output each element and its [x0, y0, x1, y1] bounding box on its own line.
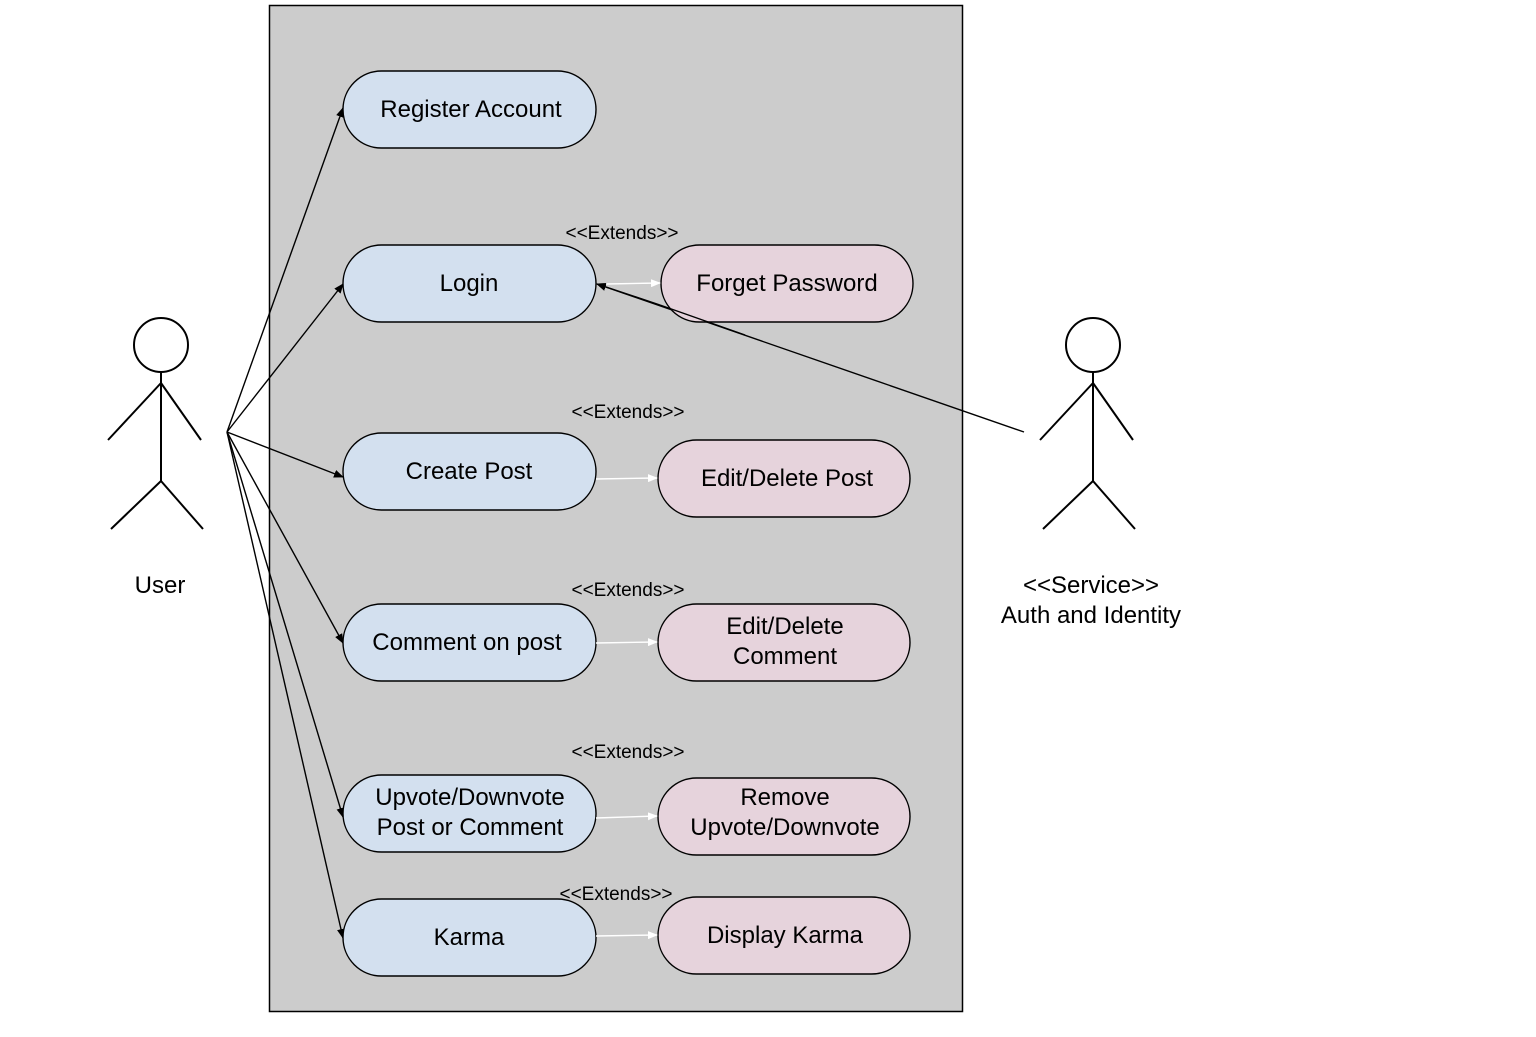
extends-label-karma: <<Extends>> — [559, 884, 672, 905]
use-case-login-shape — [342, 244, 597, 323]
association-create-post — [226, 431, 344, 478]
use-case-login: Login — [342, 244, 597, 323]
association-login — [226, 283, 344, 433]
association-service-login-overlay — [659, 304, 746, 336]
use-case-karma-shape — [342, 898, 597, 977]
extends-arrow-login — [605, 279, 661, 288]
use-case-login-label: Login — [440, 270, 499, 297]
user-stick-figure-icon — [107, 317, 204, 530]
use-case-karma: Karma — [342, 898, 597, 977]
use-case-upvote-downvote-shape — [342, 774, 597, 853]
use-case-comment-on-post: Comment on post — [342, 603, 597, 682]
extends-labels: <<Extends>> <<Extends>> <<Extends>> <<Ex… — [559, 223, 684, 905]
use-case-forget-password: Forget Password — [660, 244, 914, 323]
use-case-remove-upvote-downvote: Remove Upvote/Downvote — [657, 777, 911, 856]
use-case-edit-delete-comment-shape — [657, 603, 911, 682]
use-case-display-karma: Display Karma — [657, 896, 911, 975]
use-case-remove-upvote-downvote-label-line-2: Upvote/Downvote — [690, 814, 879, 841]
extends-label-create-post: <<Extends>> — [571, 402, 684, 423]
use-case-upvote-downvote-label-line-2: Post or Comment — [377, 814, 564, 841]
use-case-forget-password-shape — [660, 244, 914, 323]
extends-arrows — [595, 279, 661, 940]
use-case-display-karma-label: Display Karma — [707, 922, 864, 949]
use-case-edit-delete-comment-label-line-1: Edit/Delete — [726, 613, 843, 640]
extends-arrow-karma — [595, 931, 658, 940]
association-karma — [226, 431, 345, 939]
use-case-create-post-label: Create Post — [406, 458, 533, 485]
actor-user-label: User — [135, 572, 186, 599]
use-case-edit-delete-post-label: Edit/Delete Post — [701, 465, 873, 492]
use-case-register-account: Register Account — [342, 70, 597, 149]
extends-arrow-comment-on-post — [595, 638, 658, 647]
extends-label-login: <<Extends>> — [565, 223, 678, 244]
use-case-register-account-label: Register Account — [380, 96, 562, 123]
extends-label-upvote-downvote: <<Extends>> — [571, 742, 684, 763]
association-service-login-overlay-2 — [596, 283, 661, 306]
use-case-forget-password-label: Forget Password — [696, 270, 877, 297]
user-associations — [226, 107, 345, 939]
association-upvote-downvote — [226, 431, 345, 818]
actor-service: <<Service>> Auth and Identity — [1001, 317, 1181, 629]
extends-arrow-upvote-downvote — [595, 812, 658, 821]
extension-use-cases: Forget Password Edit/Delete Post Edit/De… — [657, 244, 914, 975]
actor-user: User — [107, 317, 204, 599]
extends-arrow-create-post — [595, 474, 658, 483]
use-case-karma-label: Karma — [434, 924, 505, 951]
use-case-remove-upvote-downvote-shape — [657, 777, 911, 856]
service-stick-figure-icon — [1039, 317, 1136, 530]
use-case-register-account-shape — [342, 70, 597, 149]
actor-service-stereotype: <<Service>> — [1023, 572, 1159, 599]
association-register-account — [226, 107, 344, 433]
use-case-upvote-downvote: Upvote/Downvote Post or Comment — [342, 774, 597, 853]
use-case-edit-delete-post: Edit/Delete Post — [657, 439, 911, 518]
primary-use-cases: Register Account Login Create Post Comme… — [342, 70, 597, 977]
use-case-display-karma-shape — [657, 896, 911, 975]
use-case-upvote-downvote-label-line-1: Upvote/Downvote — [375, 784, 564, 811]
association-service-login — [596, 283, 1025, 433]
association-comment-on-post — [226, 431, 344, 644]
use-case-create-post: Create Post — [342, 432, 597, 511]
extends-label-comment-on-post: <<Extends>> — [571, 580, 684, 601]
use-case-edit-delete-comment-label-line-2: Comment — [733, 643, 837, 670]
actor-service-label: Auth and Identity — [1001, 602, 1181, 629]
use-case-remove-upvote-downvote-label-line-1: Remove — [740, 784, 829, 811]
use-case-comment-on-post-label: Comment on post — [372, 629, 562, 656]
use-case-edit-delete-comment: Edit/Delete Comment — [657, 603, 911, 682]
use-case-edit-delete-post-shape — [657, 439, 911, 518]
use-case-create-post-shape — [342, 432, 597, 511]
